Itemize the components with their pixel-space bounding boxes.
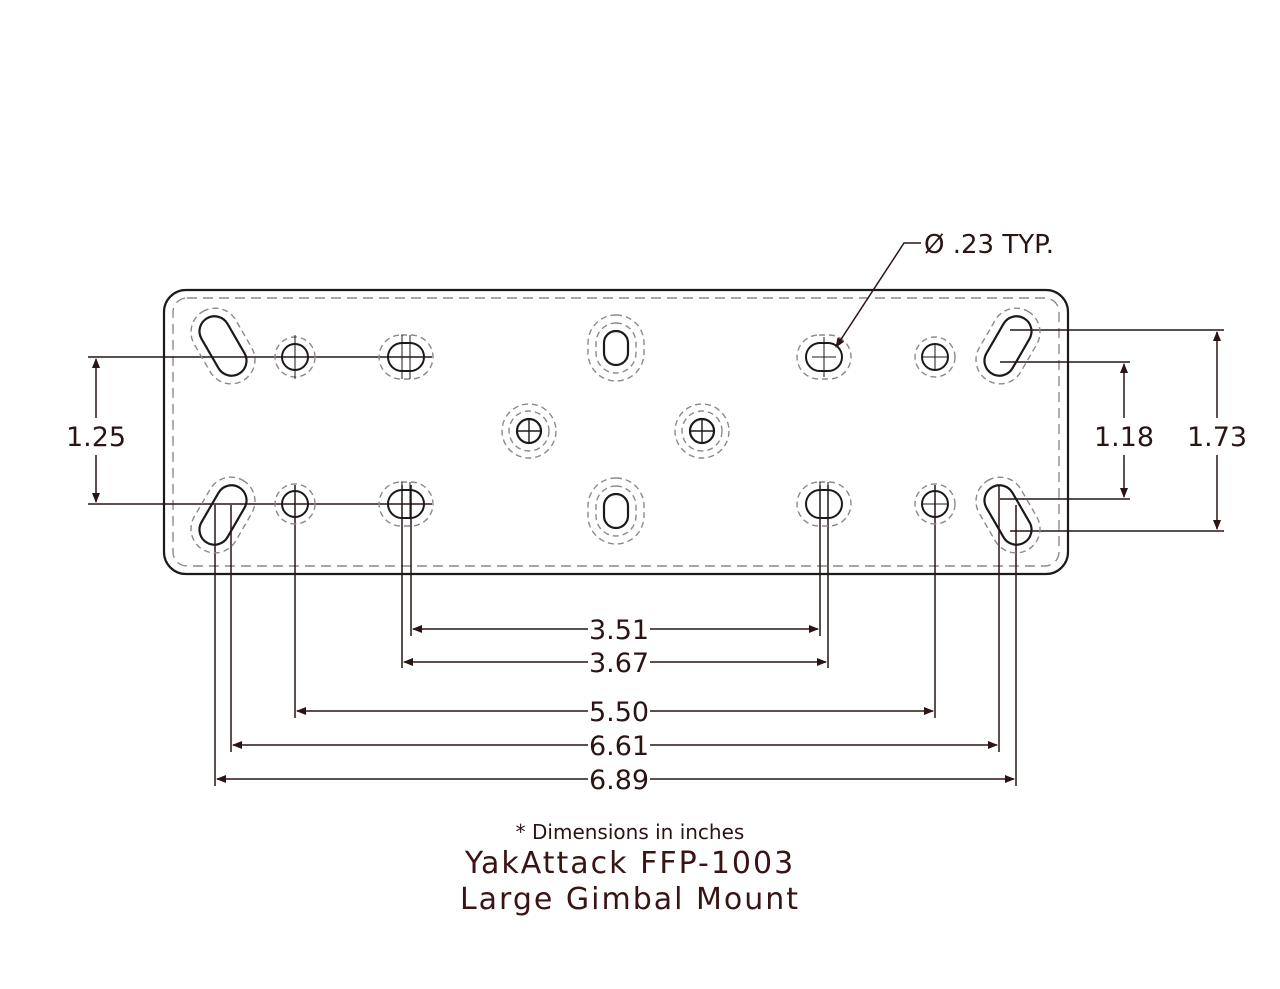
dim-right-outer-vertical: 1.73 bbox=[1187, 331, 1247, 530]
dim-left-vertical: 1.25 bbox=[66, 358, 126, 503]
dim-label: 1.73 bbox=[1187, 422, 1247, 453]
angled-slot-icon bbox=[975, 476, 1041, 554]
round-holes bbox=[274, 335, 956, 525]
slot-icon bbox=[796, 481, 852, 527]
angled-slot-icon bbox=[190, 476, 256, 554]
product-subtitle: Large Gimbal Mount bbox=[459, 882, 801, 917]
hole-icon bbox=[274, 335, 316, 379]
dim-label: 3.51 bbox=[589, 615, 649, 646]
plate-outline bbox=[162, 288, 1070, 576]
hole-icon bbox=[914, 483, 956, 525]
units-note: * Dimensions in inches bbox=[515, 820, 745, 844]
angled-slots bbox=[190, 307, 1041, 554]
diameter-callout: Ø .23 TYP. bbox=[835, 230, 1054, 348]
svg-text:Ø .23 TYP.: Ø .23 TYP. bbox=[924, 230, 1054, 260]
slot-icon bbox=[378, 334, 434, 380]
dim-label: 5.50 bbox=[589, 697, 649, 728]
dim-label: 6.89 bbox=[589, 765, 649, 796]
slot-icon bbox=[796, 334, 852, 380]
dim-label: 6.61 bbox=[589, 731, 649, 762]
angled-slot-icon bbox=[190, 307, 256, 385]
slot-icon bbox=[587, 314, 645, 382]
dim-horizontal bbox=[216, 625, 1015, 783]
extension-lines bbox=[88, 329, 1224, 786]
short-slots bbox=[378, 334, 852, 527]
dim-label: 3.67 bbox=[589, 648, 649, 679]
hole-icon bbox=[501, 403, 557, 459]
callout-label: .23 TYP. bbox=[944, 230, 1054, 260]
slot-icon bbox=[378, 481, 434, 527]
hole-icon bbox=[274, 483, 316, 525]
diameter-icon: Ø bbox=[924, 230, 944, 260]
dim-right-inner-vertical: 1.18 bbox=[1094, 363, 1154, 498]
angled-slot-icon bbox=[975, 307, 1041, 385]
product-title: YakAttack FFP-1003 bbox=[464, 846, 796, 881]
dim-label: 1.25 bbox=[66, 422, 126, 453]
hole-icon bbox=[674, 403, 730, 459]
hole-icon bbox=[914, 336, 956, 378]
dim-label: 1.18 bbox=[1094, 422, 1154, 453]
center-slots bbox=[587, 314, 645, 545]
slot-icon bbox=[587, 477, 645, 545]
